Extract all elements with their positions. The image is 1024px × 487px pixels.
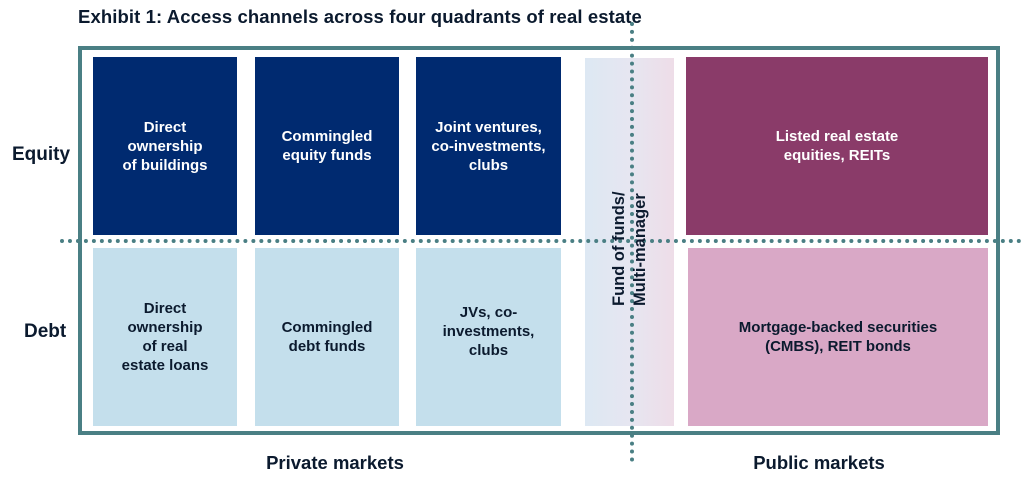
box-direct-ownership-buildings: Direct ownership of buildings [93, 57, 237, 235]
box-label: Direct ownership of buildings [122, 118, 208, 174]
box-label: JVs, co-investments, clubs [442, 304, 535, 359]
box-label: Direct ownership of real estate loans [121, 300, 209, 374]
vertical-divider [630, 22, 634, 462]
box-label: Joint ventures, co-investments, clubs [431, 118, 546, 174]
box-cmbs-reit-bonds: Mortgage-backed securities (CMBS), REIT … [688, 248, 988, 426]
fund-of-funds-text: Fund of funds/ Multi-manager [610, 191, 649, 306]
box-commingled-debt-funds: Commingled debt funds [255, 248, 399, 426]
box-label: Mortgage-backed securities (CMBS), REIT … [738, 319, 938, 355]
box-commingled-equity-funds: Commingled equity funds [255, 57, 399, 235]
column-label-public: Public markets [753, 452, 885, 473]
box-label: Listed real estate equities, REITs [775, 128, 899, 164]
box-listed-reits: Listed real estate equities, REITs [686, 57, 988, 235]
horizontal-divider [60, 239, 1022, 243]
box-label: Commingled debt funds [281, 319, 373, 355]
column-label-private: Private markets [266, 452, 404, 473]
exhibit-title: Exhibit 1: Access channels across four q… [78, 6, 642, 27]
box-jvs-co-investments: JVs, co-investments, clubs [416, 248, 561, 426]
row-label-equity: Equity [12, 144, 71, 165]
box-direct-ownership-loans: Direct ownership of real estate loans [93, 248, 237, 426]
box-label: Commingled equity funds [281, 128, 373, 164]
box-joint-ventures: Joint ventures, co-investments, clubs [416, 57, 561, 235]
row-label-debt: Debt [24, 321, 67, 342]
